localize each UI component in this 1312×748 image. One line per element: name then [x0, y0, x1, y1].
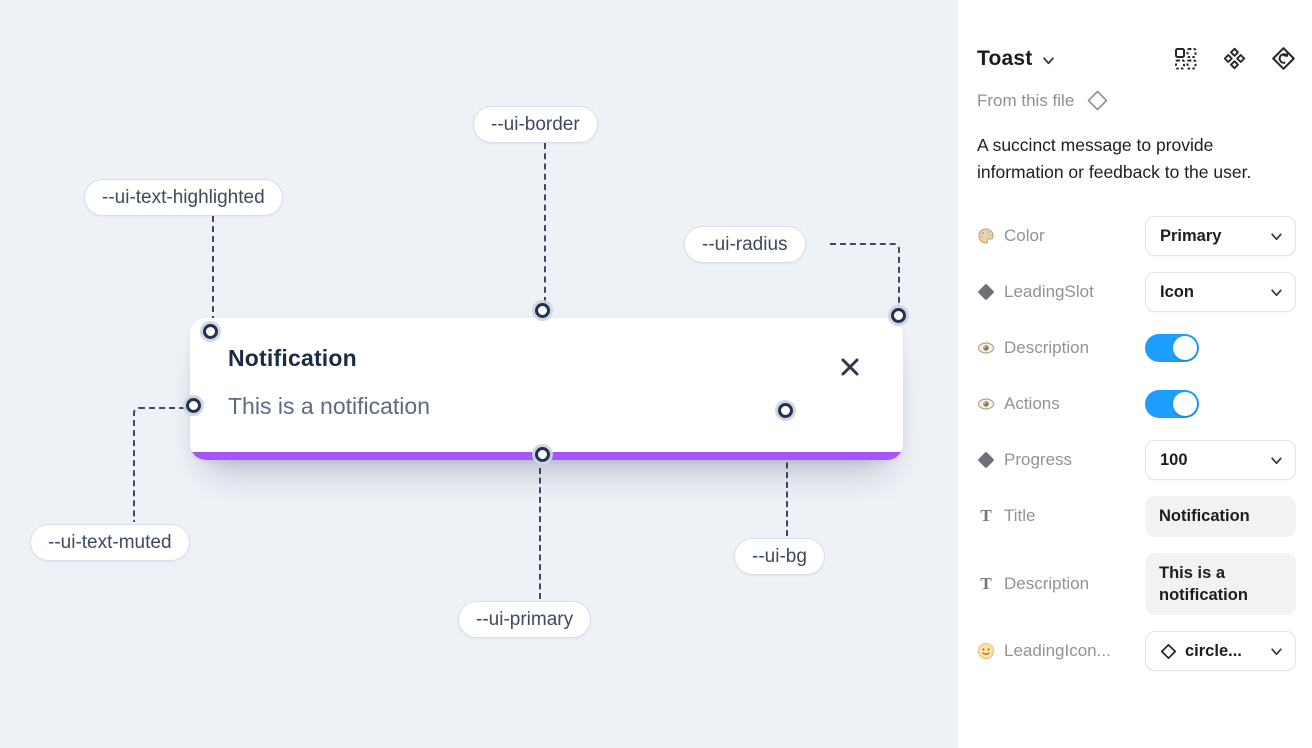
text-icon: T	[980, 506, 992, 526]
description-input[interactable]: This is a notification	[1145, 552, 1296, 616]
connector-dot-ui-text-muted[interactable]	[186, 398, 201, 413]
prop-row-leadingslot: LeadingSlot Icon	[977, 272, 1296, 313]
leadingslot-select[interactable]: Icon	[1145, 272, 1296, 313]
toast-title: Notification	[228, 345, 357, 371]
connector-line-ui-primary	[539, 468, 541, 599]
connector-dot-ui-text-highlighted[interactable]	[203, 324, 218, 339]
connector-dot-ui-radius[interactable]	[891, 308, 906, 323]
actions-toggle[interactable]	[1145, 390, 1199, 419]
prop-name: Description	[1004, 573, 1090, 593]
connector-line-ui-text-muted	[133, 407, 187, 522]
property-rows: Color Primary LeadingSlot Icon	[977, 216, 1296, 672]
go-to-main-component-icon[interactable]	[1271, 46, 1296, 71]
color-select[interactable]: Primary	[1145, 216, 1296, 257]
prop-name: Actions	[1004, 394, 1060, 414]
prop-name: Description	[1004, 338, 1090, 358]
prop-label-description: Description	[977, 338, 1145, 358]
connector-dot-ui-bg[interactable]	[778, 403, 793, 418]
prop-name: LeadingSlot	[1004, 282, 1094, 302]
component-description: A succinct message to provide informatio…	[977, 135, 1252, 183]
prop-label-color: Color	[977, 226, 1145, 246]
prop-name: Title	[1004, 506, 1036, 526]
chevron-down-icon[interactable]	[1042, 54, 1055, 67]
prop-name: Progress	[1004, 450, 1073, 470]
instance-diamond-icon	[1160, 643, 1177, 660]
token-pill-ui-text-muted[interactable]: --ui-text-muted	[30, 524, 190, 561]
token-pill-ui-text-highlighted[interactable]: --ui-text-highlighted	[84, 179, 283, 216]
source-label: From this file	[977, 90, 1075, 110]
palette-icon	[977, 227, 995, 245]
eye-icon	[977, 339, 995, 357]
prop-row-description-text: T Description This is a notification	[977, 552, 1296, 616]
prop-label-progress: Progress	[977, 450, 1145, 470]
leadingicon-select[interactable]: circle...	[1145, 631, 1296, 672]
prop-row-title: T Title Notification	[977, 496, 1296, 537]
connector-line-ui-border	[544, 143, 546, 303]
text-icon: T	[980, 573, 992, 593]
title-input[interactable]: Notification	[1145, 496, 1296, 537]
chevron-down-icon	[1271, 233, 1282, 240]
panel-header: Toast	[977, 46, 1296, 71]
prop-name: LeadingIcon...	[1004, 641, 1111, 661]
connector-dot-ui-primary[interactable]	[535, 447, 550, 462]
prop-row-progress: Progress 100	[977, 440, 1296, 481]
chevron-down-icon	[1271, 289, 1282, 296]
source-row: From this file	[977, 89, 1296, 112]
connector-line-ui-bg	[786, 424, 788, 536]
prop-name: Color	[1004, 226, 1045, 246]
eye-icon	[977, 395, 995, 413]
prop-label-title: T Title	[977, 506, 1145, 526]
prop-row-actions-toggle: Actions	[977, 384, 1296, 424]
variant-diamond-icon	[977, 283, 995, 301]
connector-line-ui-text-highlighted	[212, 216, 214, 322]
chevron-down-icon	[1271, 457, 1282, 464]
instance-swap-icon[interactable]	[1173, 46, 1198, 71]
token-pill-ui-border[interactable]: --ui-border	[473, 106, 598, 143]
color-select-value: Primary	[1160, 226, 1222, 245]
prop-row-color: Color Primary	[977, 216, 1296, 257]
leadingicon-select-value: circle...	[1185, 641, 1242, 660]
connector-dot-ui-border[interactable]	[535, 303, 550, 318]
prop-label-leadingslot: LeadingSlot	[977, 282, 1145, 302]
component-set-icon[interactable]	[1222, 46, 1247, 71]
prop-label-description-text: T Description	[977, 574, 1145, 594]
progress-select[interactable]: 100	[1145, 440, 1296, 481]
prop-row-leadingicon: LeadingIcon... circle...	[977, 631, 1296, 672]
toast-description: This is a notification	[228, 393, 430, 419]
prop-label-leadingicon: LeadingIcon...	[977, 641, 1145, 661]
properties-panel: Toast	[958, 0, 1312, 748]
design-canvas[interactable]: Notification This is a notification --ui…	[0, 0, 958, 748]
token-pill-ui-primary[interactable]: --ui-primary	[458, 601, 592, 638]
chevron-down-icon	[1271, 648, 1282, 655]
close-icon[interactable]	[839, 356, 861, 378]
component-name: Toast	[977, 46, 1033, 70]
token-pill-ui-radius[interactable]: --ui-radius	[684, 226, 806, 263]
token-pill-ui-bg[interactable]: --ui-bg	[734, 538, 825, 575]
variant-diamond-icon	[977, 451, 995, 469]
description-toggle[interactable]	[1145, 334, 1199, 363]
toast-component[interactable]: Notification This is a notification	[190, 318, 903, 460]
local-component-diamond-icon	[1087, 90, 1108, 111]
progress-select-value: 100	[1160, 450, 1188, 469]
smiley-icon	[977, 642, 995, 660]
prop-row-description-toggle: Description	[977, 328, 1296, 368]
prop-label-actions: Actions	[977, 394, 1145, 414]
connector-line-ui-radius	[830, 243, 900, 306]
leadingslot-select-value: Icon	[1160, 282, 1194, 301]
